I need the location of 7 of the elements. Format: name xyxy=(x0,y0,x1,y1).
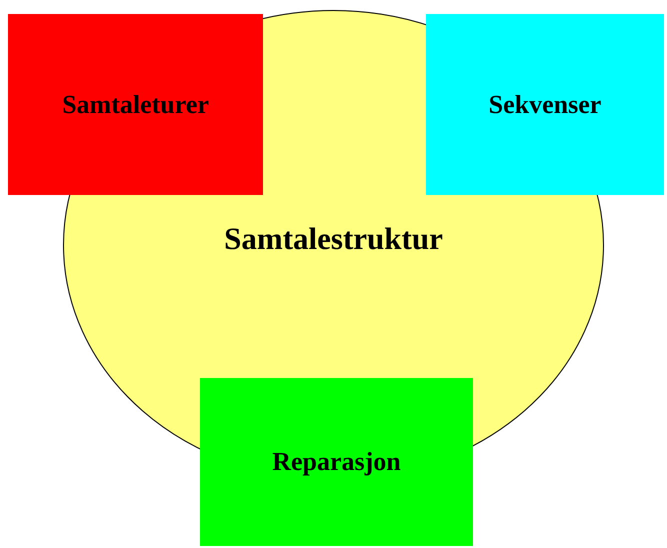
topic-box xyxy=(8,14,263,195)
topic-box xyxy=(426,14,664,195)
topic-label: Reparasjon xyxy=(272,447,401,477)
topic-label: Samtalestruktur xyxy=(224,221,443,257)
topic-label: Sekvenser xyxy=(488,90,602,120)
topic-label: Samtaleturer xyxy=(62,90,209,120)
topic-box xyxy=(200,378,473,546)
